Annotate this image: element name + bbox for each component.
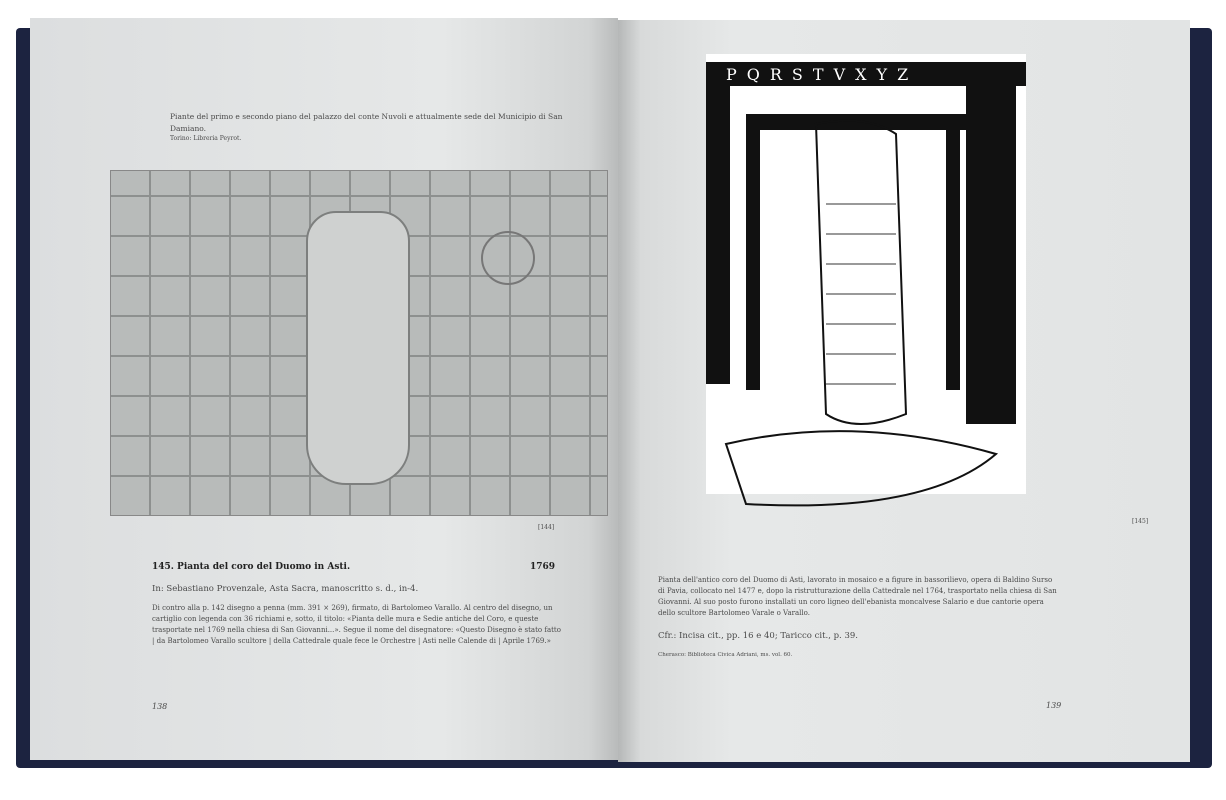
choir-drawing-image: PQRSTVXYZ [706, 54, 1026, 507]
entry-title: 145. Pianta del coro del Duomo in Asti. [152, 562, 351, 572]
circular-element [481, 231, 535, 285]
description: Pianta dell'antico coro del Duomo di Ast… [658, 576, 1057, 617]
description: Di contro alla p. 142 disegno a penna (m… [152, 604, 561, 645]
drawing-letters: PQRSTVXYZ [726, 65, 918, 84]
figure-number: [144] [538, 524, 555, 531]
cartouche [306, 211, 410, 485]
entry-year: 1769 [530, 562, 556, 572]
reference: Cfr.: Incisa cit., pp. 16 e 40; Taricco … [658, 631, 858, 641]
left-page: Piante del primo e secondo piano del pal… [30, 18, 618, 760]
right-page: PQRSTVXYZ [145] Pianta dell'antico coro … [618, 20, 1190, 762]
caption-top: Piante del primo e secondo piano del pal… [170, 112, 563, 133]
plan-drawing-image [110, 170, 608, 516]
figure-number: [145] [1132, 518, 1149, 525]
page-number: 138 [152, 702, 168, 711]
source-top: Torino: Libreria Peyrot. [170, 135, 242, 142]
reference: In: Sebastiano Provenzale, Asta Sacra, m… [152, 584, 419, 594]
page-number: 139 [1046, 701, 1062, 710]
source: Cherasco: Biblioteca Civica Adriani, ms.… [658, 652, 793, 658]
